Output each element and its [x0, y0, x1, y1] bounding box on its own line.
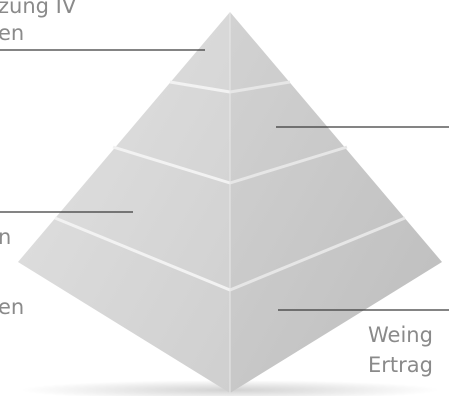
label-bottom-right-line1: Weing — [368, 322, 433, 348]
label-top-left-line1: zung IV — [0, 0, 76, 19]
label-middle-left: n — [0, 224, 11, 250]
label-lower-left: en — [0, 294, 24, 320]
label-top-left-line2: en — [0, 20, 24, 46]
pyramid-left-face — [18, 12, 230, 393]
label-bottom-right-line2: Ertrag — [368, 352, 433, 378]
